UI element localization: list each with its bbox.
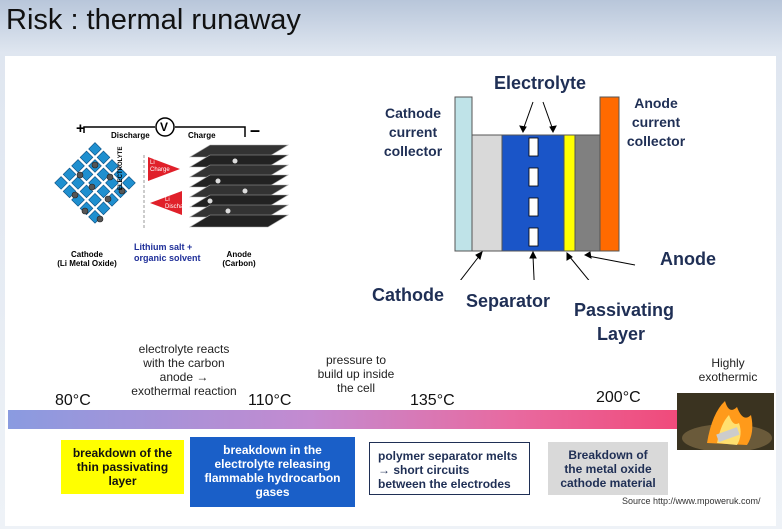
charge-label: Charge [188,131,216,140]
anode-collector-layer [599,96,620,252]
cathode-oxide-label: Cathode(Li Metal Oxide) [57,250,117,268]
plus-sign: + [76,120,85,137]
lithium-salt-label: Lithium salt +organic solvent [134,242,201,263]
cathode-layer [471,134,503,252]
minus-sign: – [250,120,261,140]
temp-80: 80°C [55,392,91,409]
temp-135: 135°C [410,392,455,409]
electrolyte-vertical-label: ELECTROLYTE [118,146,124,190]
source-credit: Source http://www.mpoweruk.com/ [622,496,761,506]
anode-layer [574,134,601,252]
separator-label: Separator [466,291,551,311]
temp-200: 200°C [596,389,641,406]
anode-label: Anode [660,249,716,269]
cathode-label: Cathode [372,285,444,305]
electrolyte-label: Electrolyte [494,73,587,93]
anode-stack [188,144,290,228]
cathode-collector-layer [454,96,473,252]
cell-cross-section [454,96,636,280]
fire-photo [677,393,774,450]
voltmeter-symbol: V [160,120,169,134]
battery-schematic [54,117,290,230]
temp-110: 110°C [248,392,292,409]
temperature-gradient-bar [8,410,680,429]
page-title: Risk : thermal runaway [6,4,301,36]
passivating-layer [563,134,576,252]
discharge-label: Discharge [111,131,150,140]
cathode-lattice [54,142,136,224]
anode-carbon-label: Anode(Carbon) [222,250,256,268]
